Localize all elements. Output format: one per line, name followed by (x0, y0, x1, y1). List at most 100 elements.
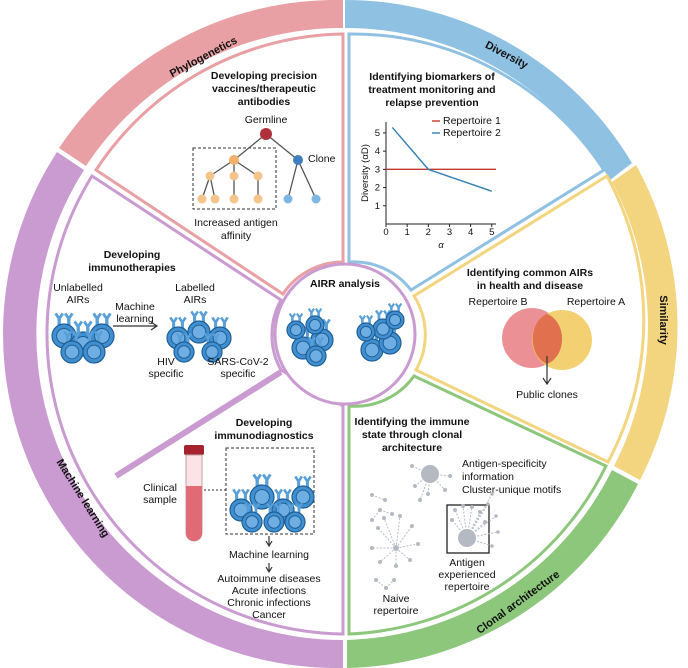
cluster-node (370, 493, 374, 497)
center-circle (273, 262, 417, 406)
cluster-node (390, 512, 394, 516)
cluster-node (382, 516, 386, 520)
outcome-cancer: Cancer (252, 609, 286, 621)
clinical-sample-line-2: sample (143, 494, 177, 506)
clonal-network (370, 464, 500, 590)
diag-ml-label: Machine learning (229, 549, 309, 561)
unlabelled-line-2: AIRs (67, 294, 90, 306)
cluster-node (421, 465, 439, 483)
repertoire-a-label: Repertoire A (567, 296, 625, 308)
y-tick-label: 2 (375, 183, 380, 194)
b-cell-icon (241, 502, 263, 533)
b-cell-icon (305, 336, 327, 367)
cluster-edge (377, 527, 397, 549)
ml-label-line-1: Machine (115, 301, 155, 313)
diagnostics-title-line-2: immunodiagnostics (214, 430, 313, 442)
cluster-edge (379, 509, 393, 515)
cluster-node (393, 545, 399, 551)
cluster-node (496, 530, 500, 534)
therapies-cell-cluster (51, 310, 232, 364)
hiv-line-2: specific (148, 368, 183, 380)
tree-node-leaf (197, 194, 207, 204)
outcome-autoimmune: Autoimmune diseases (217, 573, 320, 585)
ring-segment-machine-learning (3, 152, 343, 668)
diversity-panel: Identifying biomarkers of treatment moni… (360, 71, 501, 251)
b-cell-icon (284, 502, 306, 533)
diagnostics-panel: Developing immunodiagnostics Clinical sa… (143, 417, 321, 621)
y-tick-label: 3 (375, 164, 380, 175)
cluster-edge (379, 547, 397, 563)
tree-node-leaf (253, 194, 263, 204)
cluster-edge (395, 543, 419, 549)
cluster-edge (383, 517, 397, 549)
similarity-title-line-2: in health and disease (477, 280, 583, 292)
cluster-edge (395, 525, 413, 549)
cluster-node (470, 505, 474, 509)
center-cell-cluster (286, 302, 405, 367)
diagnostics-cell-cluster (229, 473, 315, 533)
ring-segment-diversity (345, 0, 632, 180)
cluster-node (408, 558, 412, 562)
tree-node-leaf (205, 171, 215, 181)
ring-segment-similarity (612, 165, 678, 480)
venn-overlap-fill (532, 314, 562, 364)
b-cell-icon (173, 332, 195, 363)
diag-arrow-2 (265, 563, 273, 574)
b-cell-icon (286, 312, 306, 340)
diversity-title-line-1: Identifying biomarkers of (369, 71, 495, 83)
cluster-edge (395, 515, 401, 549)
cluster-node (483, 520, 487, 524)
cluster-node (418, 498, 422, 502)
clonal-title-line-2: state through clonal (362, 429, 462, 441)
cluster-node (378, 560, 382, 564)
phylo-title-line-3: antibodies (238, 96, 291, 108)
tree-node-blue-leaf (283, 194, 293, 204)
legend-label: Repertoire 2 (443, 127, 501, 139)
antigen-label-line-1: Antigen (449, 557, 485, 569)
b-cell-icon (305, 307, 325, 335)
segment-label-similarity: Similarity (657, 295, 669, 345)
b-cell-icon (208, 316, 232, 350)
therapies-title-line-1: Developing (104, 249, 161, 261)
affinity-label-line-1: Increased antigen (194, 217, 278, 229)
x-tick-label: 1 (405, 227, 410, 238)
b-cell-icon (385, 302, 405, 330)
ml-label-line-2: learning (116, 313, 154, 325)
unlabelled-line-1: Unlabelled (53, 282, 103, 294)
cluster-node (384, 586, 388, 590)
x-tick-label: 3 (447, 227, 452, 238)
ring-segment-clonal-architecture (347, 470, 638, 668)
clone-node (293, 155, 303, 165)
y-tick-label: 4 (375, 146, 380, 157)
tree-node-orange (229, 155, 239, 165)
labelled-line-2: AIRs (184, 294, 207, 306)
y-tick-label: 1 (375, 201, 380, 212)
cluster-edge (375, 579, 387, 589)
cluster-node (416, 542, 420, 546)
x-axis-label: α (438, 240, 444, 251)
legend-label: Repertoire 1 (443, 115, 501, 127)
antigen-label-line-3: repertoire (445, 581, 490, 593)
sector-phylogenetics (93, 32, 345, 297)
sars-line-2: specific (220, 368, 255, 380)
b-cell-icon (166, 316, 190, 350)
diversity-title-line-3: relapse prevention (385, 97, 478, 109)
cluster-node (426, 492, 430, 496)
cluster-node (398, 514, 402, 518)
cluster-edge (371, 509, 381, 521)
cluster-node (461, 504, 465, 508)
cluster-node (450, 518, 454, 522)
cluster-edge (466, 493, 493, 539)
clone-label: Clone (308, 153, 336, 165)
cluster-node (448, 474, 452, 478)
antigen-info-line-1: Antigen-specificity (462, 458, 547, 470)
cluster-node (413, 484, 417, 488)
b-cell-icon (187, 310, 211, 344)
x-tick-label: 0 (383, 227, 388, 238)
cluster-edge (466, 503, 489, 539)
phylo-title-line-2: vaccines/therapeutic (212, 83, 316, 95)
b-cell-icon (82, 330, 106, 364)
outer-ring (3, 0, 678, 668)
